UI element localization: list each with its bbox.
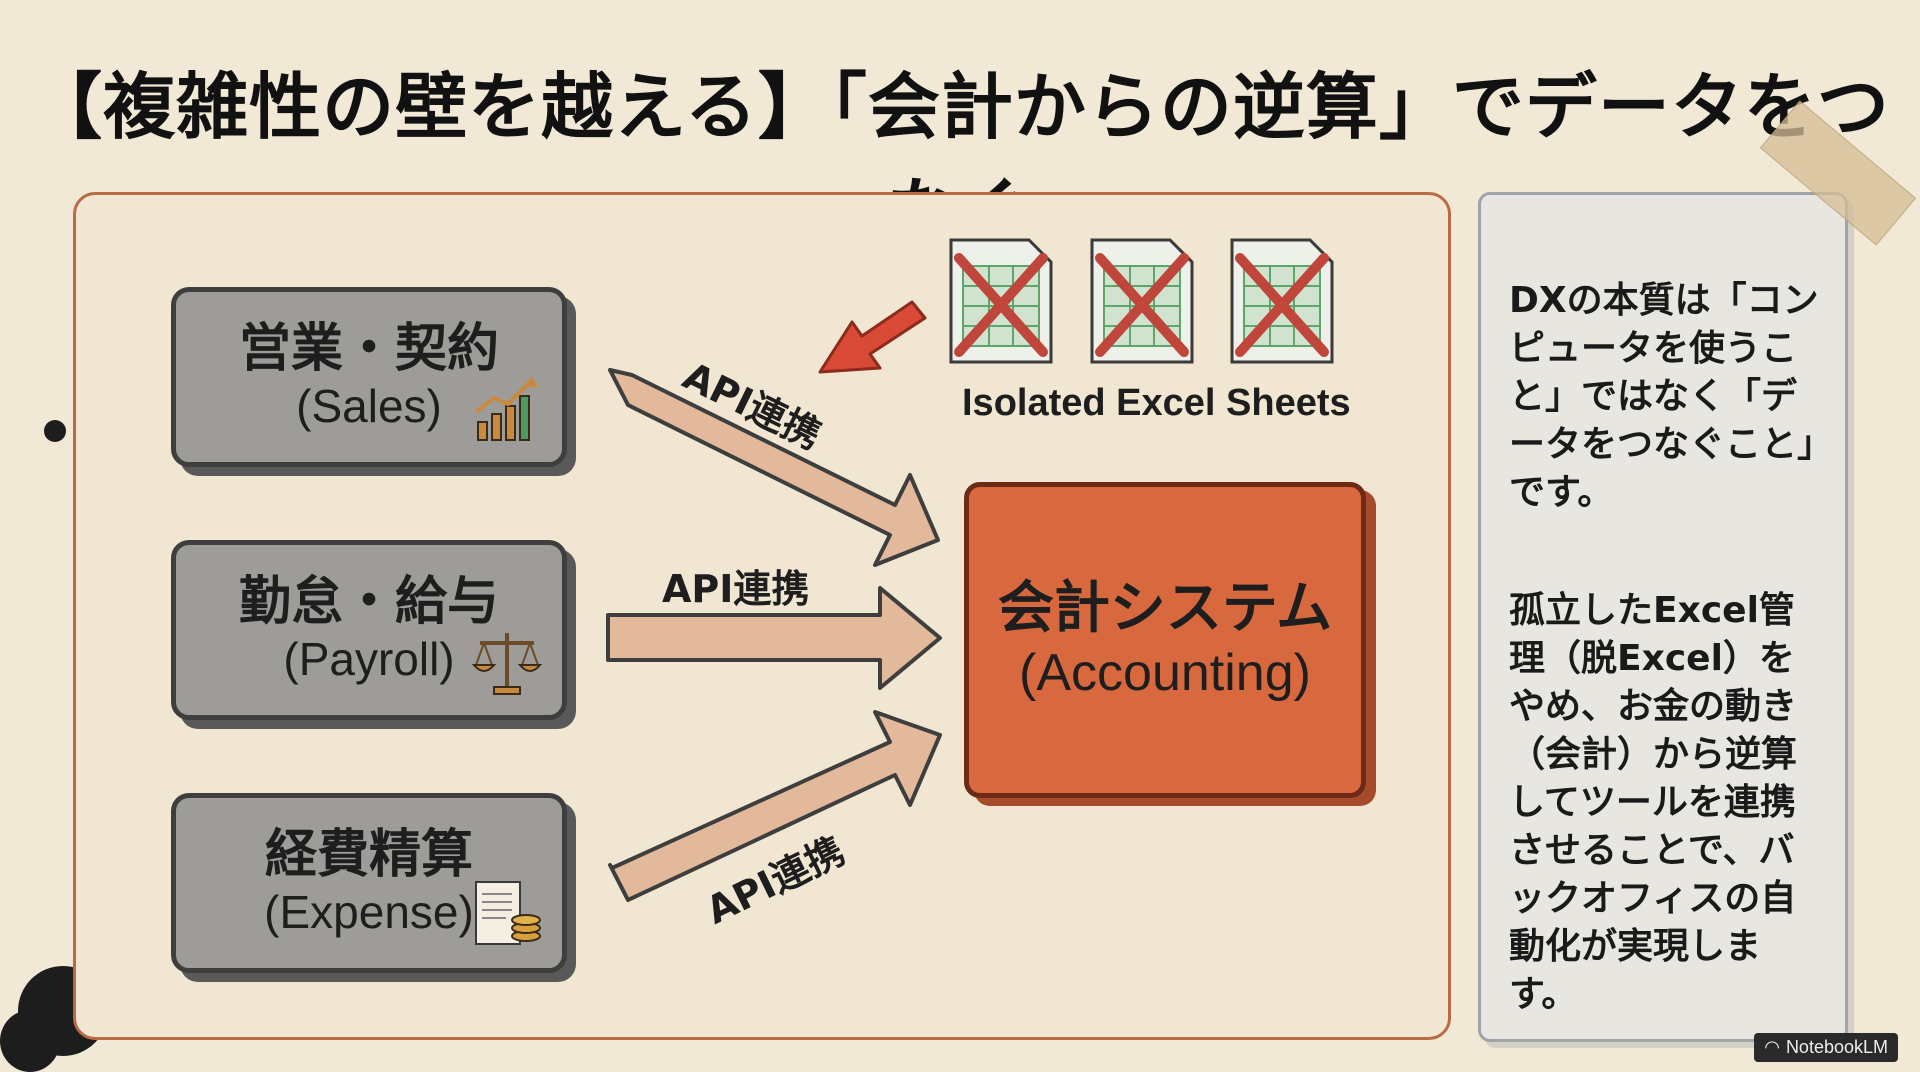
excel-sheet-crossed-icon xyxy=(1226,236,1338,366)
accounting-label-en: (Accounting) xyxy=(1019,642,1311,704)
notebooklm-watermark: ◠ NotebookLM xyxy=(1754,1033,1898,1062)
watermark-text: NotebookLM xyxy=(1786,1037,1888,1058)
excel-sheet-crossed-icon xyxy=(1086,236,1198,366)
arrow-label-payroll: API連携 xyxy=(662,558,809,613)
isolated-sheets-label: Isolated Excel Sheets xyxy=(962,382,1351,425)
accounting-label-ja: 会計システム xyxy=(998,575,1332,642)
excel-sheet-crossed-icon xyxy=(945,236,1057,366)
explanation-panel: DXの本質は「コンピュータを使うこと」ではなく「データをつなぐこと」です。 孤立… xyxy=(1478,192,1848,1042)
accounting-system-box: 会計システム (Accounting) xyxy=(964,482,1366,798)
red-arrow xyxy=(820,302,925,372)
notebooklm-logo-icon: ◠ xyxy=(1764,1037,1780,1058)
explanation-paragraph-1: DXの本質は「コンピュータを使うこと」ではなく「データをつなぐこと」です。 xyxy=(1509,277,1825,517)
explanation-paragraph-2: 孤立したExcel管理（脱Excel）をやめ、お金の動き（会計）から逆算してツー… xyxy=(1509,587,1825,1019)
